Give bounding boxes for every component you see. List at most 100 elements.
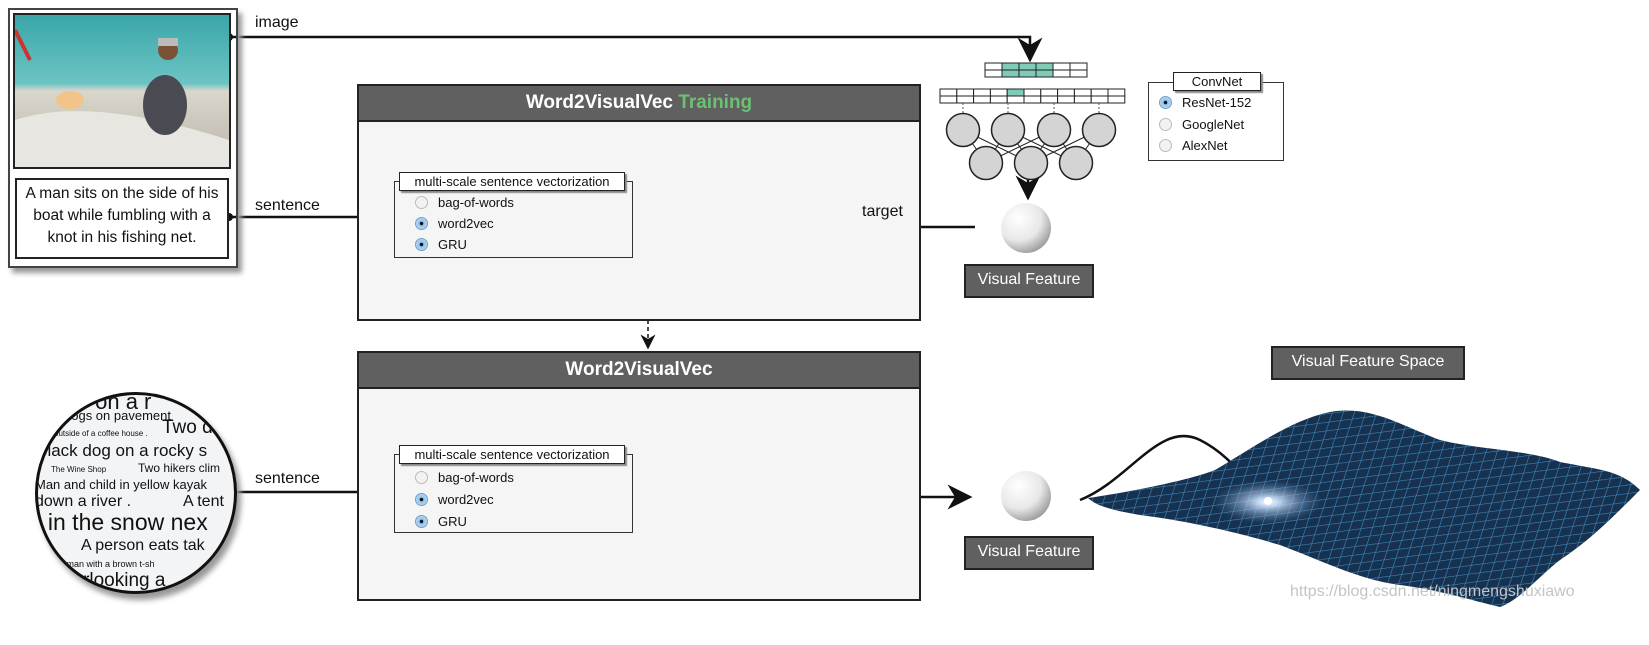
sentence-word-cloud: s on a r dogs on pavement outside of a c… [35,392,237,594]
radio-label: GRU [438,514,467,529]
radio-dot [415,217,428,231]
feature-map-cell [939,95,958,104]
sentence-label-top: sentence [255,197,320,214]
feature-map-cell [1057,95,1075,104]
feature-map-cell [1035,69,1054,78]
feature-map-cell [1107,88,1126,97]
radio-label: bag-of-words [438,195,514,210]
feature-map-cell [1001,69,1020,78]
cloud-text: s in the snow nex [35,509,208,535]
visual-feature-space-label: Visual Feature Space [1271,346,1465,380]
radio-dot [1159,118,1172,132]
radio-label: word2vec [438,216,494,231]
radio-dot [415,238,428,252]
cloud-text: s on a r [78,392,152,414]
cloud-text: black dog on a rocky s [38,441,208,460]
radio-dot [415,493,428,507]
training-title-text: Word2VisualVec [525,92,673,113]
input-caption: A man sits on the side of his boat while… [15,178,229,259]
cloud-text: Two d [162,417,213,438]
feature-map-cell [1069,62,1088,71]
feature-map-cell [1001,62,1020,71]
vectorization-title: multi-scale sentence vectorization [399,445,625,464]
feature-map-cell [1073,88,1092,97]
training-title-accent: Training [678,92,753,113]
feature-map-cell [1018,62,1037,71]
radio-dot [415,471,428,485]
feature-map-cell [1069,69,1088,78]
radio-label: bag-of-words [438,470,514,485]
radio-word2vec[interactable]: word2vec [415,216,494,232]
convnet-title: ConvNet [1173,72,1261,91]
feature-map-cell [1057,88,1075,97]
image-arrow [225,33,1043,63]
radio-bag-of-words[interactable]: bag-of-words [415,195,514,211]
feature-map-cell [1052,62,1071,71]
target-label: target [862,203,903,220]
visual-feature-label-top: Visual Feature [964,264,1094,298]
feature-map-cell [1023,88,1042,97]
visual-feature-space-surface [1088,410,1640,607]
cloud-text: A person eats tak [81,537,205,554]
convnet-node [968,145,1004,181]
feature-map-cell [956,88,975,97]
radio-googlenet[interactable]: GoogleNet [1159,117,1244,133]
radio-word2vec[interactable]: word2vec [415,492,494,508]
feature-map-cell [1040,95,1059,104]
feature-map-cell [939,88,958,97]
feature-map-cell [1073,95,1092,104]
feature-map-cell [1018,69,1037,78]
convnet-node [1081,112,1117,148]
cloud-text: dogs on pavement [64,408,171,423]
cloud-text: t to a man with a brown t-sh [44,559,155,569]
radio-dot [1159,96,1172,110]
feature-map-cell [1090,88,1109,97]
feature-map-cell [973,95,991,104]
feature-map-cell [989,95,1008,104]
visual-feature-sphere-top [1001,203,1051,253]
cloud-text: The Wine Shop [51,465,107,474]
radio-resnet-152[interactable]: ResNet-152 [1159,95,1251,111]
vectorization-title: multi-scale sentence vectorization [399,172,625,191]
feature-map-cell [984,62,1003,71]
convnet-node [990,112,1026,148]
radio-dot [1159,139,1172,153]
radio-gru[interactable]: GRU [415,237,467,253]
feature-map-cell [1052,69,1071,78]
radio-label: ResNet-152 [1182,95,1252,110]
visual-feature-label-bottom: Visual Feature [964,536,1094,570]
convnet-graphic [939,62,1126,181]
feature-map-cell [1006,88,1025,97]
cloud-text: Man and child in yellow kayak [35,477,207,492]
feature-map-cell [1035,62,1054,71]
cloud-text: outside of a coffee house . [54,429,148,438]
input-pair-frame [8,8,238,268]
radio-gru[interactable]: GRU [415,514,467,530]
feature-map-cell [1090,95,1109,104]
feature-map-cell [984,69,1003,78]
convnet-node [1036,112,1072,148]
convnet-options-box: ConvNet ResNet-152 GoogleNet AlexNet [1148,72,1284,161]
feature-map-cell [956,95,975,104]
feature-map-cell [1107,95,1126,104]
sentence-label-bottom: sentence [255,470,320,487]
feature-map-cell [989,88,1008,97]
radio-bag-of-words[interactable]: bag-of-words [415,470,514,486]
feature-map-cell [973,88,991,97]
watermark: https://blog.csdn.net/ningmengshuxiawo [1290,583,1575,600]
radio-label: word2vec [438,492,494,507]
visual-feature-sphere-bottom [1001,471,1051,521]
vectorization-box-bottom: multi-scale sentence vectorization bag-o… [394,445,633,533]
radio-label: AlexNet [1182,138,1228,153]
feature-map-cell [1006,95,1025,104]
radio-label: GRU [438,237,467,252]
convnet-node [1058,145,1094,181]
training-panel: Word2VisualVec Training multi-scale sent… [357,84,921,321]
cloud-text: verlooking a [63,570,166,591]
radio-alexnet[interactable]: AlexNet [1159,138,1228,154]
convnet-node [1013,145,1049,181]
cloud-text: Two hikers clim [138,461,221,475]
vectorization-box-top: multi-scale sentence vectorization bag-o… [394,172,633,258]
input-photo [13,15,229,167]
training-panel-title: Word2VisualVec Training [359,86,919,122]
